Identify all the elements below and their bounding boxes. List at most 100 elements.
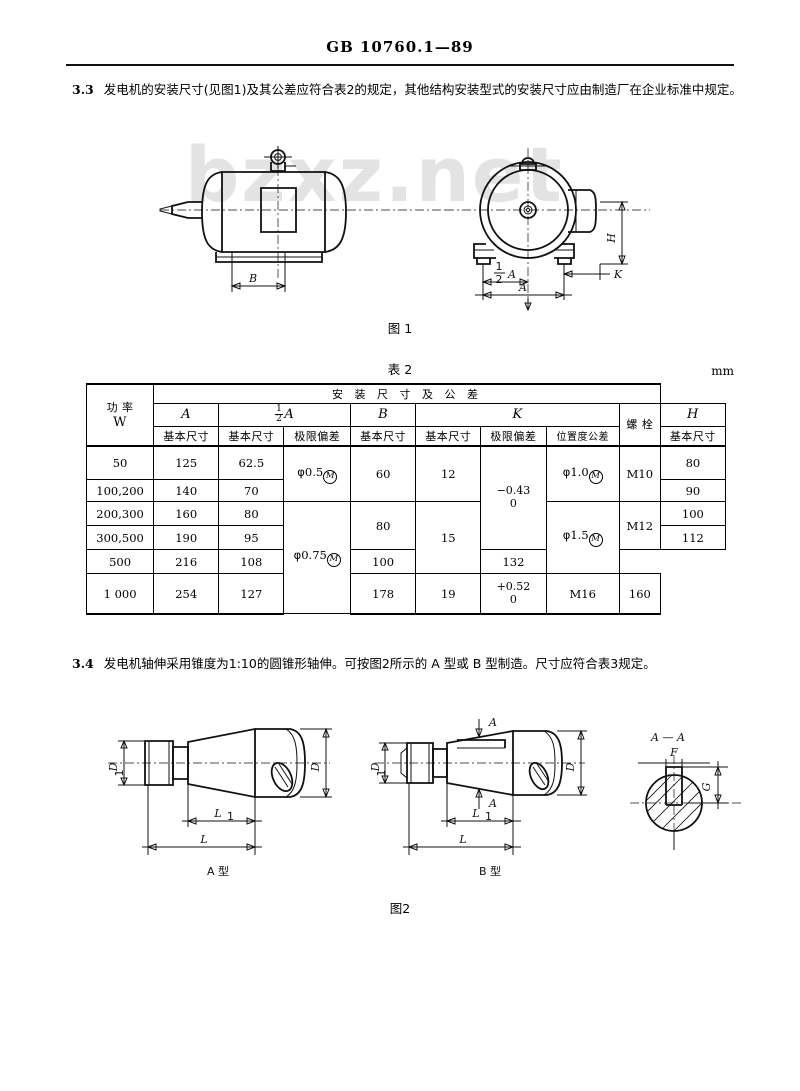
- figure2-section-title: A — A: [650, 731, 685, 744]
- figure1-label-k: K: [613, 268, 623, 281]
- half-a-tol-value: 0.5: [304, 464, 324, 479]
- figure2-label-d1: D: [107, 762, 120, 772]
- figure2b-label-d: D: [564, 762, 577, 772]
- cell-b: 178: [350, 573, 417, 615]
- col-header-power: 功 率 W: [85, 383, 155, 447]
- circled-m-icon: M: [588, 469, 603, 484]
- cell-bolt: M10: [618, 444, 661, 503]
- phi-symbol: φ: [293, 548, 302, 563]
- header-divider: [66, 64, 734, 66]
- cell-bolt: M16: [545, 573, 620, 615]
- figure2-label-l1: L: [213, 807, 221, 820]
- figure2-label-l1-sub: 1: [227, 810, 234, 823]
- k-tol-lower: 0: [509, 592, 517, 606]
- col-header-power-line2: W: [113, 415, 127, 431]
- cell-half-a: 70: [218, 479, 285, 503]
- cell-a: 160: [153, 501, 220, 527]
- cell-half-a: 108: [218, 549, 285, 575]
- cell-a: 254: [153, 573, 220, 615]
- cell-h: 90: [659, 479, 727, 503]
- table-row: 100,200 140 70 90: [85, 479, 727, 503]
- half-a-tol-value: 0.75: [301, 548, 327, 563]
- table-2-installation-dimensions: 功 率 W 安 装 尺 寸 及 公 差 A 1 2 A B K 螺 栓 H 基本…: [85, 383, 727, 615]
- col-header-a: A: [153, 403, 220, 427]
- figure2-label-g: G: [700, 782, 713, 791]
- cell-half-a: 95: [218, 525, 285, 551]
- figure2-label-l: L: [199, 833, 207, 846]
- cell-h: 100: [659, 501, 727, 527]
- svg-text:1: 1: [485, 810, 492, 823]
- col-header-bolt: 螺 栓: [618, 402, 661, 447]
- cell-half-a: 127: [218, 573, 285, 615]
- phi-symbol: φ: [562, 464, 571, 479]
- figure2-section-arrow-top: A: [488, 716, 497, 729]
- cell-bolt: M12: [618, 501, 661, 551]
- col-header-a-basic: 基本尺寸: [153, 425, 220, 447]
- cell-a: 216: [153, 549, 220, 575]
- cell-power: 50: [85, 444, 155, 481]
- k-pos-tol-value: 1.5: [570, 528, 589, 543]
- col-header-k-pos-tol: 位置度公差: [545, 425, 620, 447]
- col-header-half-a: 1 2 A: [218, 403, 352, 427]
- figure-2-drawing: D 1 D L 1: [90, 715, 770, 890]
- phi-symbol: φ: [297, 464, 305, 479]
- cell-power: 500: [85, 549, 155, 575]
- col-header-k-dev: 极限偏差: [480, 425, 547, 447]
- watermark-text: bzxz.net: [185, 130, 564, 219]
- col-header-k: K: [415, 403, 620, 427]
- figure1-label-half-a: A: [507, 268, 516, 281]
- col-header-h-basic: 基本尺寸: [659, 425, 727, 447]
- col-header-half-a-basic: 基本尺寸: [218, 425, 285, 447]
- figure1-label-a: A: [518, 281, 527, 294]
- table-header-row-group: 功 率 W 安 装 尺 寸 及 公 差: [85, 383, 726, 447]
- cell-h: 112: [659, 525, 727, 551]
- table-row: 500 216 108 100 132: [85, 549, 726, 575]
- page-title: GB 10760.1—89: [326, 38, 474, 56]
- figure2-type-b-caption: B 型: [479, 864, 501, 878]
- cell-h: 160: [618, 573, 661, 615]
- cell-h: 80: [659, 444, 727, 481]
- table-2-unit: mm: [711, 364, 734, 378]
- cell-b: 100: [350, 549, 417, 575]
- circled-m-icon: M: [323, 469, 338, 484]
- svg-text:1: 1: [375, 770, 388, 777]
- circled-m-icon: M: [326, 553, 341, 568]
- section-3-4-text: 发电机轴伸采用锥度为1:10的圆锥形轴伸。可按图2所示的 A 型或 B 型制造。…: [103, 656, 656, 671]
- cell-half-a: 62.5: [218, 444, 285, 481]
- figure2-label-d: D: [309, 762, 322, 772]
- cell-power: 1 000: [85, 573, 155, 615]
- cell-a: 125: [153, 444, 220, 481]
- k-tol-lower: 0: [509, 497, 517, 511]
- cell-power: 300,500: [85, 525, 155, 551]
- k-tol-upper: −0.43: [496, 484, 531, 498]
- table-row: 1 000 254 127 178 19 +0.52 0 M16 160: [85, 573, 726, 615]
- cell-k-dev: −0.43 0: [480, 444, 547, 551]
- svg-text:1: 1: [496, 260, 503, 273]
- svg-text:1: 1: [113, 770, 126, 777]
- figure1-label-b: B: [248, 272, 257, 285]
- col-header-b-basic: 基本尺寸: [350, 425, 417, 447]
- figure-1-caption: 图 1: [387, 321, 413, 336]
- col-header-k-basic: 基本尺寸: [415, 425, 482, 447]
- table-row: 300,500 190 95 112: [85, 525, 727, 551]
- figure-2-caption: 图2: [389, 901, 411, 916]
- figure2-type-a-caption: A 型: [207, 864, 229, 878]
- figure2-section-arrow-bottom: A: [488, 797, 497, 810]
- cell-a: 190: [153, 525, 220, 551]
- col-header-group-install: 安 装 尺 寸 及 公 差: [153, 383, 661, 404]
- cell-a: 140: [153, 479, 220, 503]
- cell-b: 60: [350, 444, 417, 503]
- svg-text:2: 2: [496, 273, 503, 286]
- cell-h: 132: [480, 549, 547, 575]
- k-tolerance-stack: −0.43 0: [497, 485, 531, 510]
- col-header-half-a-dev: 极限偏差: [283, 425, 352, 447]
- cell-k-dev: +0.52 0: [480, 573, 547, 615]
- circled-m-icon: M: [588, 533, 603, 548]
- k-pos-tol-value: 1.0: [570, 464, 589, 479]
